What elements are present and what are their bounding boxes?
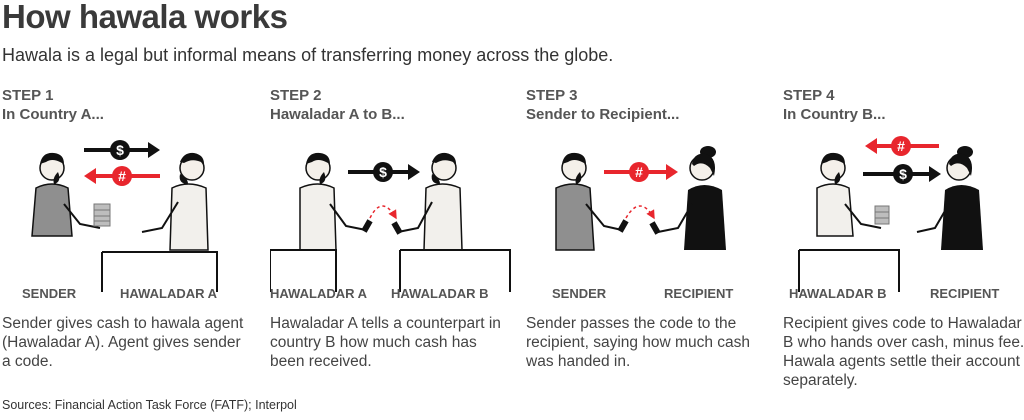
page-subtitle: Hawala is a legal but informal means of … [2,45,614,65]
phone-icon [649,221,661,235]
step-2: STEP 2 Hawaladar A to B... $ HAWALADAR A [270,86,520,386]
hawaladar-a-figure [299,152,367,251]
label-right: HAWALADAR A [120,286,218,301]
hawaladar-b-figure [816,152,882,237]
sender-figure [555,152,623,251]
step-description: Recipient gives code to Hawaladar B who … [783,315,1024,389]
counter-icon [798,249,900,292]
call-arc-icon [369,205,397,220]
label-left: SENDER [22,286,77,301]
counter-icon [101,251,218,292]
code-arrow-icon [84,166,160,186]
cash-symbol: $ [379,164,387,180]
code-arrow-icon [865,136,939,156]
step-description: Hawaladar A tells a counterpart in count… [270,315,501,370]
counter-icon [399,249,511,292]
page-title: How hawala works [2,0,288,35]
step-1: STEP 1 In Country A... $ [2,86,252,386]
phone-icon [617,219,629,233]
step-number: STEP 3 [526,87,578,104]
sources-note: Sources: Financial Action Task Force (FA… [2,398,297,412]
cash-stack-icon [874,205,890,225]
step-number: STEP 1 [2,87,54,104]
cash-arrow-icon [348,162,420,182]
step-number: STEP 4 [783,87,835,104]
cash-symbol: $ [899,166,907,182]
step-3-illustration: # [555,146,726,251]
step-4: STEP 4 In Country B... # [783,86,1024,389]
step-3: STEP 3 Sender to Recipient... # SENDER R… [526,86,776,386]
step-1-illustration: $ # [31,140,218,292]
recipient-figure [657,146,726,250]
hawaladar-a-figure [141,152,209,251]
label-left: HAWALADAR A [270,286,368,301]
step-number: STEP 2 [270,87,322,104]
sender-figure [31,152,101,237]
step-description: Sender gives cash to hawala agent (Hawal… [2,315,244,370]
recipient-figure [916,146,983,250]
cash-stack-icon [93,203,111,227]
label-left: HAWALADAR B [789,286,887,301]
cash-arrow-icon [863,164,941,184]
cash-symbol: $ [116,142,124,158]
label-right: RECIPIENT [664,286,734,301]
code-arrow-icon [604,162,678,182]
hawaladar-b-figure [397,152,463,251]
label-right: RECIPIENT [930,286,1000,301]
counter-icon [270,249,337,292]
step-description: Sender passes the code to the recipient,… [526,315,751,370]
code-symbol: # [897,138,905,154]
phone-icon [391,221,403,235]
step-2-illustration: $ [270,152,511,292]
call-arc-icon [625,205,655,220]
step-heading: In Country A... [2,106,104,123]
label-left: SENDER [552,286,607,301]
step-4-illustration: # $ [798,136,983,292]
code-symbol: # [118,168,126,184]
code-symbol: # [635,164,643,180]
step-heading: Hawaladar A to B... [270,106,405,123]
phone-icon [361,219,373,233]
cash-arrow-icon [84,140,160,160]
label-right: HAWALADAR B [391,286,489,301]
step-heading: In Country B... [783,106,886,123]
step-heading: Sender to Recipient... [526,106,680,123]
